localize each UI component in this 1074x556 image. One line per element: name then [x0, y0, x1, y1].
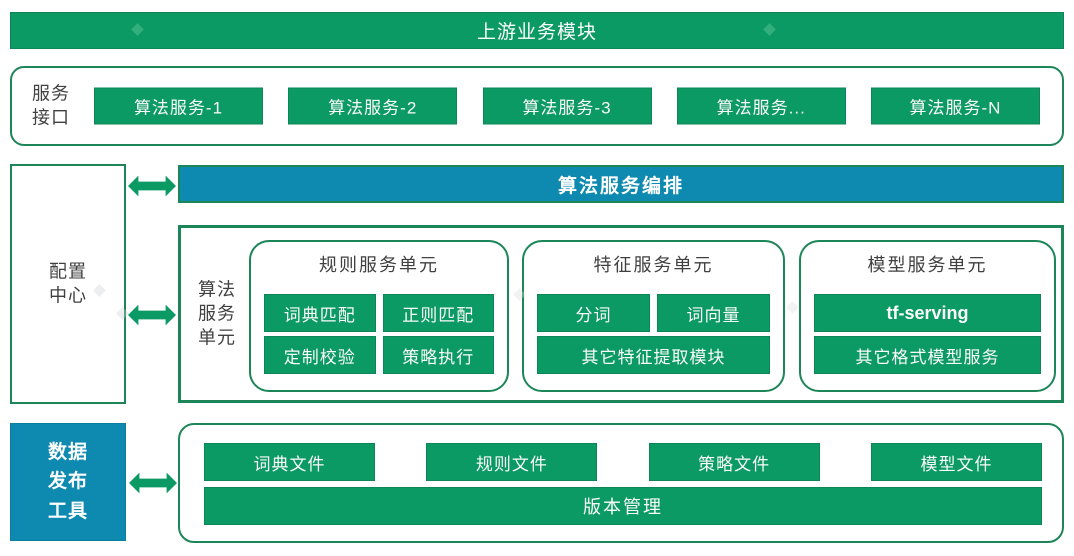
algo-unit-label: 算法 服务 单元: [191, 278, 243, 349]
algo-unit-label-line3: 单元: [198, 326, 236, 347]
config-center-label: 配置 中心: [12, 260, 124, 308]
data-publish-label-line2: 发布: [47, 471, 88, 493]
model-service-unit-title: 模型服务单元: [867, 255, 988, 275]
double-arrow-icon: [128, 301, 176, 329]
feature-service-unit-title: 特征服务单元: [593, 255, 714, 275]
algo-service-3-chip: 算法服务-3: [482, 87, 652, 125]
feature-service-unit-chips: 分词 词向量 其它特征提取模块: [537, 294, 770, 374]
config-center-label-line2: 中心: [49, 285, 87, 305]
algo-unit-label-line2: 服务: [198, 303, 236, 324]
orchestration-bar: 算法服务编排: [178, 165, 1064, 203]
double-arrow-icon: [128, 172, 176, 200]
file-chip-row: 词典文件 规则文件 策略文件 模型文件: [204, 443, 1042, 481]
rule-service-unit-chips: 词典匹配 正则匹配 定制校验 策略执行: [264, 294, 494, 374]
service-interface-label: 服务 接口: [32, 82, 70, 130]
dict-file-chip: 词典文件: [204, 443, 375, 481]
data-publish-tool-box: 数据 发布 工具: [10, 423, 126, 541]
other-model-service-chip: 其它格式模型服务: [814, 336, 1041, 374]
feature-service-unit-group: 特征服务单元 分词 词向量 其它特征提取模块: [522, 240, 785, 392]
version-management-label: 版本管理: [583, 497, 663, 517]
strategy-exec-chip: 策略执行: [382, 336, 494, 374]
config-center-label-line1: 配置: [49, 261, 87, 282]
orchestration-label: 算法服务编排: [557, 175, 684, 197]
model-service-unit-chips: tf-serving 其它格式模型服务: [814, 294, 1041, 374]
rule-service-unit-group: 规则服务单元 词典匹配 正则匹配 定制校验 策略执行: [249, 240, 509, 392]
strategy-file-chip: 策略文件: [648, 443, 820, 481]
service-interface-label-line1: 服务: [32, 83, 70, 104]
data-publish-label-line3: 工具: [47, 500, 88, 522]
rule-service-unit-title: 规则服务单元: [319, 255, 439, 275]
model-service-unit-group: 模型服务单元 tf-serving 其它格式模型服务: [799, 240, 1056, 392]
model-file-chip: 模型文件: [870, 443, 1042, 481]
word-vector-chip: 词向量: [657, 294, 770, 332]
algo-service-ellipsis-chip: 算法服务...: [676, 87, 846, 125]
data-publish-label-line1: 数据: [47, 441, 88, 463]
upstream-module-bar: 上游业务模块: [10, 12, 1064, 49]
version-management-bar: 版本管理: [204, 487, 1042, 525]
custom-check-chip: 定制校验: [264, 336, 376, 374]
rule-file-chip: 规则文件: [426, 443, 598, 481]
word-segmentation-chip: 分词: [537, 294, 650, 332]
data-publish-tool-label: 数据 发布 工具: [48, 438, 88, 526]
file-publish-box: 词典文件 规则文件 策略文件 模型文件 版本管理: [178, 423, 1064, 543]
other-feature-extract-chip: 其它特征提取模块: [537, 336, 770, 374]
algo-unit-label-line1: 算法: [198, 279, 236, 300]
config-center-box: 配置 中心: [10, 164, 126, 404]
tf-serving-chip: tf-serving: [814, 294, 1041, 332]
algo-service-2-chip: 算法服务-2: [288, 87, 458, 125]
dict-match-chip: 词典匹配: [264, 294, 376, 332]
upstream-module-label: 上游业务模块: [476, 22, 597, 43]
service-interface-label-line2: 接口: [32, 107, 70, 127]
algo-unit-box: 算法 服务 单元 规则服务单元 词典匹配 正则匹配 定制校验 策略执行 特征服务…: [178, 225, 1064, 403]
service-interface-box: 服务 接口 算法服务-1 算法服务-2 算法服务-3 算法服务... 算法服务-…: [10, 66, 1064, 146]
algo-service-1-chip: 算法服务-1: [94, 87, 263, 125]
algo-service-chip-row: 算法服务-1 算法服务-2 算法服务-3 算法服务... 算法服务-N: [94, 87, 1040, 125]
regex-match-chip: 正则匹配: [382, 294, 494, 332]
algo-service-n-chip: 算法服务-N: [871, 87, 1040, 125]
double-arrow-icon: [129, 469, 177, 497]
